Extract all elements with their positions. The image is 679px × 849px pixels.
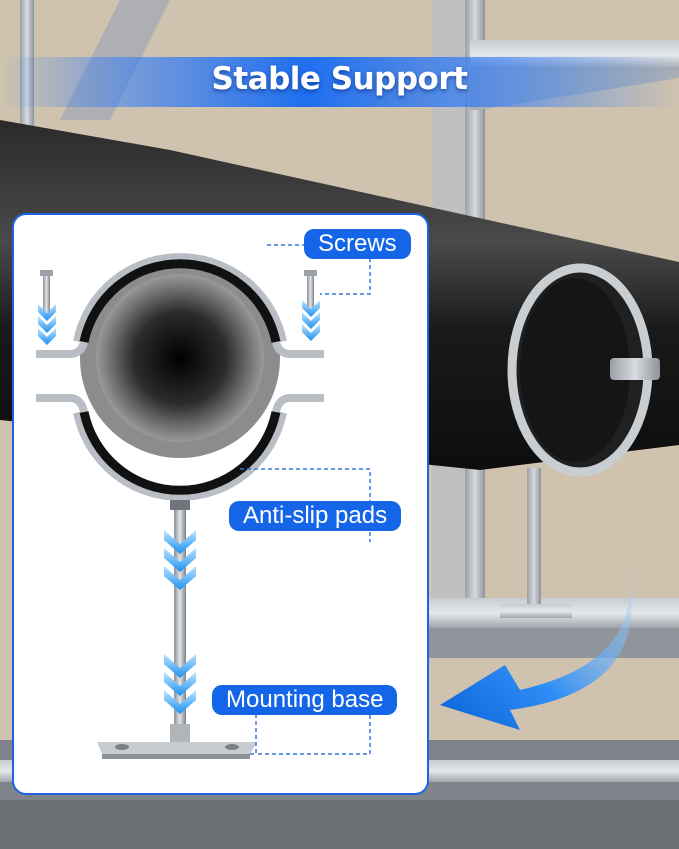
exploded-clamp-illustration [36, 244, 371, 759]
screw-right [307, 274, 314, 312]
label-screws: Screws [304, 229, 411, 259]
chevron-down-icon [38, 300, 320, 345]
leader-lines [240, 244, 371, 755]
label-anti-slip-pads: Anti-slip pads [229, 501, 402, 531]
screw-left [43, 274, 50, 312]
chevron-down-icon [164, 530, 196, 714]
title-banner [0, 57, 679, 107]
label-mounting-base: Mounting base [212, 685, 398, 715]
curved-arrow-icon [440, 560, 632, 730]
banner-title: Stable Support [211, 61, 468, 97]
mounting-base-plate [97, 742, 257, 754]
